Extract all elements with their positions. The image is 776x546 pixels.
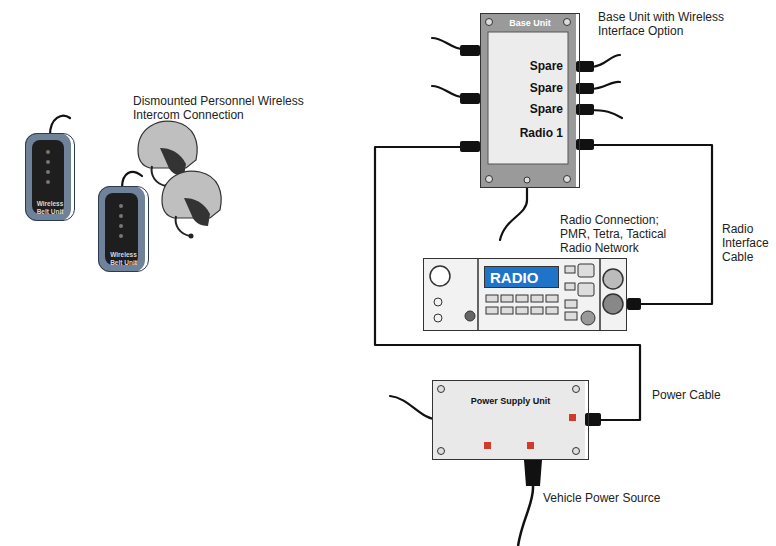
power-plug xyxy=(524,460,542,486)
cable-stub xyxy=(590,110,622,118)
belt-unit: Wireless Belt Unit xyxy=(98,186,149,272)
cable-stub xyxy=(500,188,527,240)
base-unit: Base UnitSpareSpareSpareRadio 1 xyxy=(480,13,580,188)
radio-knob xyxy=(430,266,450,286)
cable-stub xyxy=(590,55,620,67)
radio-body xyxy=(423,258,627,331)
node-title: Base Unit xyxy=(481,18,579,28)
port-label: Spare xyxy=(530,60,563,74)
helmet xyxy=(162,171,221,238)
screws xyxy=(486,19,571,184)
psu-body xyxy=(432,380,585,460)
node-title: Wireless Belt Unit xyxy=(26,200,74,215)
radio-socket xyxy=(603,269,623,289)
node-title: Wireless Belt Unit xyxy=(99,251,148,266)
callout-label: Vehicle Power Source xyxy=(543,491,683,505)
port-label: Spare xyxy=(530,103,563,117)
callout-label: Dismounted Personnel Wireless Intercom C… xyxy=(133,94,311,122)
radio-unit: RADIO xyxy=(423,258,627,331)
power-supply-unit: Power Supply Unit xyxy=(432,380,589,460)
callout-label: Power Cable xyxy=(652,388,742,402)
node-title: Power Supply Unit xyxy=(433,396,588,406)
psu-leds xyxy=(484,414,576,449)
callout-label: Radio Interface Cable xyxy=(722,222,774,264)
belt-unit: Wireless Belt Unit xyxy=(25,133,75,221)
node-title: RADIO xyxy=(484,266,559,288)
cable-stub xyxy=(590,82,620,89)
base-unit-body xyxy=(480,13,576,188)
callout-label: Radio Connection; PMR, Tetra, Tactical R… xyxy=(560,213,680,255)
port-label: Spare xyxy=(530,82,563,96)
port-label: Radio 1 xyxy=(520,127,563,141)
callout-label: Base Unit with Wireless Interface Option xyxy=(598,10,750,38)
radio-volume xyxy=(581,311,595,325)
base-unit-panel xyxy=(488,32,568,164)
radio-dial xyxy=(465,311,475,321)
radio-socket xyxy=(603,294,623,314)
